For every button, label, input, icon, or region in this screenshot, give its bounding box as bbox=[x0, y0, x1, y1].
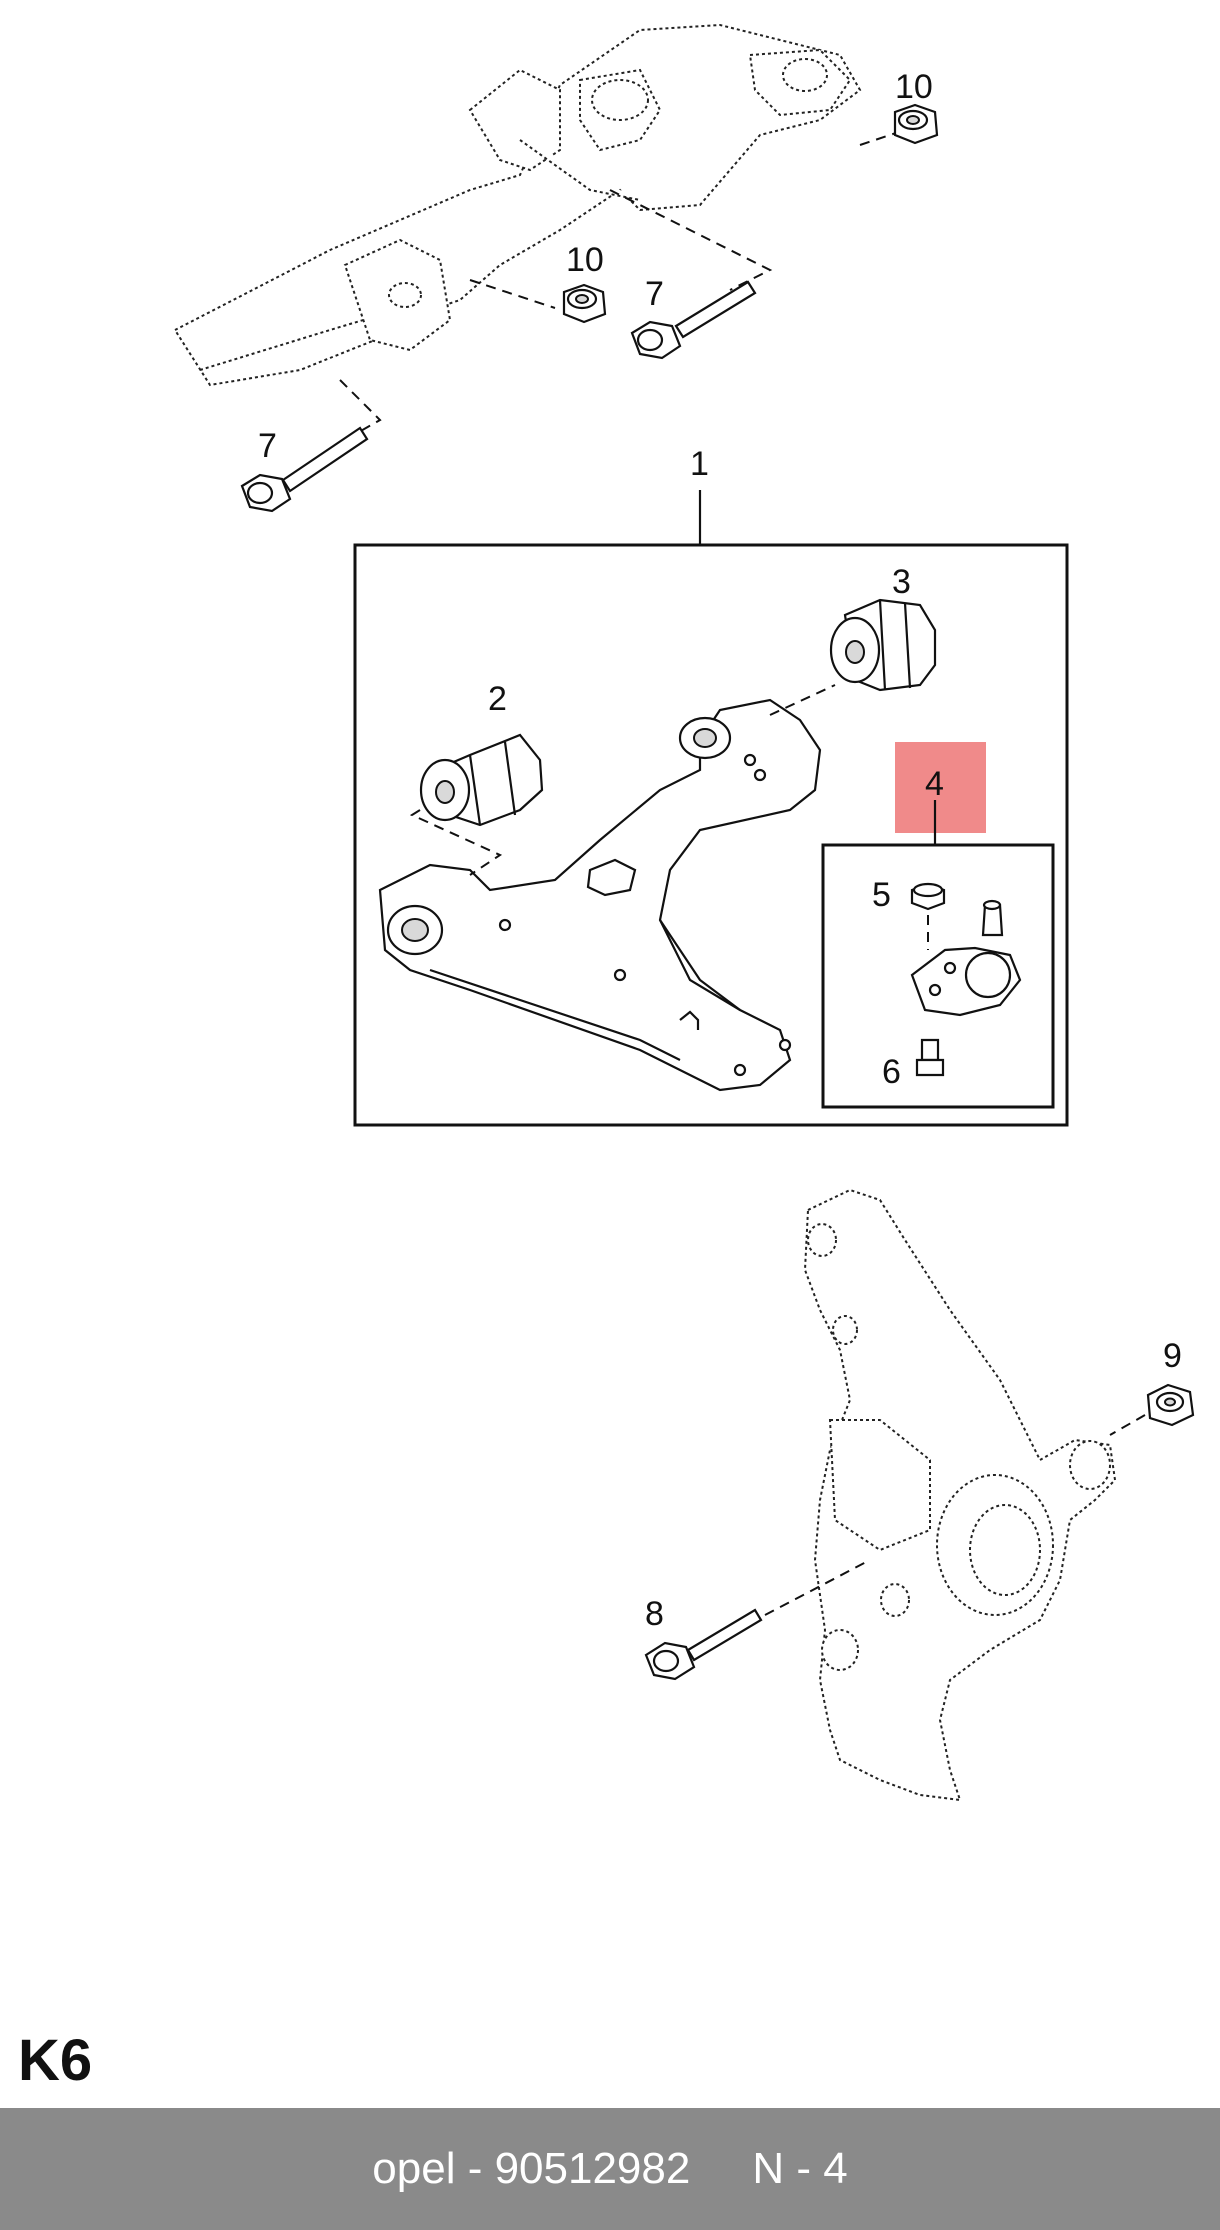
bushing-2 bbox=[419, 733, 544, 827]
footer-position: N - 4 bbox=[752, 2144, 848, 2193]
callout-7-upper: 7 bbox=[645, 275, 664, 313]
callout-8: 8 bbox=[645, 1595, 664, 1633]
leader-line bbox=[609, 189, 773, 291]
leader-line bbox=[764, 1559, 871, 1616]
callout-10-lower: 10 bbox=[566, 241, 604, 279]
leader-line bbox=[409, 809, 503, 876]
ball-joint bbox=[910, 899, 1022, 1017]
callout-2: 2 bbox=[488, 680, 507, 718]
steering-knuckle-illustration bbox=[803, 1188, 1117, 1802]
exploded-parts-diagram: 1 2 3 4 5 6 7 7 8 9 10 10 bbox=[173, 23, 1195, 1802]
leader-line bbox=[1109, 1414, 1146, 1436]
nut-9 bbox=[1146, 1383, 1195, 1427]
callout-7-lower: 7 bbox=[258, 427, 277, 465]
callout-10-upper: 10 bbox=[895, 68, 933, 106]
subframe-illustration bbox=[173, 23, 862, 387]
callout-4: 4 bbox=[925, 765, 944, 803]
callout-1: 1 bbox=[690, 445, 709, 483]
nut-10-upper bbox=[893, 103, 939, 145]
callout-3: 3 bbox=[892, 563, 911, 601]
control-arm-illustration bbox=[378, 698, 822, 1092]
callout-9: 9 bbox=[1163, 1337, 1182, 1375]
footer-part-number: opel - 90512982 bbox=[372, 2144, 691, 2193]
leader-line bbox=[469, 279, 556, 309]
callout-6: 6 bbox=[882, 1053, 901, 1091]
leader-line bbox=[339, 379, 382, 441]
bolt-7-upper bbox=[630, 280, 757, 360]
ball-joint-kit-box bbox=[821, 843, 1055, 1109]
bolt-8 bbox=[644, 1608, 763, 1681]
callout-4-highlight bbox=[895, 742, 986, 833]
bushing-3 bbox=[829, 598, 937, 692]
footer-bar: opel - 90512982 N - 4 bbox=[0, 2108, 1220, 2230]
nut-5 bbox=[910, 882, 946, 911]
control-arm-assembly-box bbox=[353, 543, 1069, 1127]
nut-10-lower bbox=[562, 283, 607, 324]
callout-5: 5 bbox=[872, 876, 891, 914]
leader-line bbox=[769, 684, 836, 716]
bolt-6 bbox=[915, 1038, 945, 1077]
page-code: K6 bbox=[18, 2028, 93, 2093]
bolt-7-lower bbox=[240, 426, 369, 513]
